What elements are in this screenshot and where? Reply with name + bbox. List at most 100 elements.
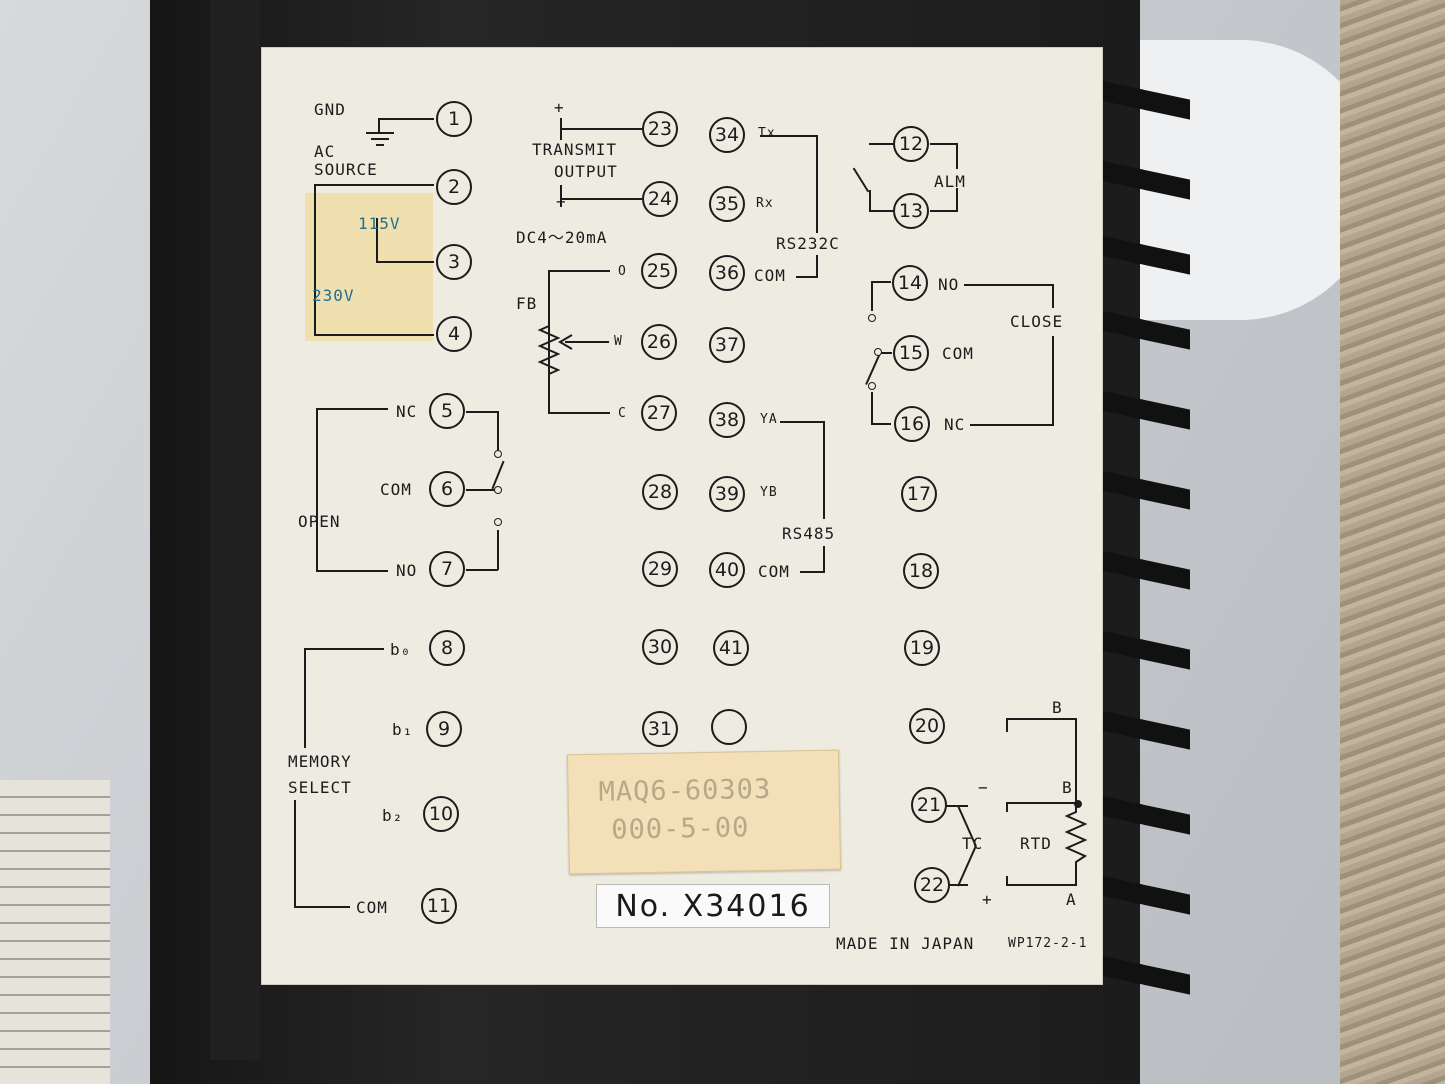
fb-label: FB bbox=[516, 294, 538, 313]
serial-number-plate: No. X34016 bbox=[596, 884, 830, 928]
terminal-7: 7 bbox=[429, 551, 465, 587]
ground-symbol-line bbox=[376, 144, 384, 146]
wire bbox=[1006, 718, 1008, 732]
terminal-19: 19 bbox=[904, 630, 940, 666]
rtd-label: RTD bbox=[1020, 834, 1052, 853]
memory-b0-label: b₀ bbox=[390, 640, 412, 659]
transmit-minus-label: − bbox=[556, 192, 567, 211]
wire bbox=[880, 352, 892, 354]
close-com-label: COM bbox=[942, 344, 974, 363]
rtd-resistor-symbol bbox=[1064, 806, 1088, 868]
wire bbox=[956, 143, 958, 169]
voltage-230-label: 230V bbox=[312, 286, 355, 305]
fb-o-label: O bbox=[618, 264, 627, 279]
memory-b1-label: b₁ bbox=[392, 720, 414, 739]
terminal-16: 16 bbox=[894, 406, 930, 442]
wire bbox=[548, 270, 610, 272]
terminal-12: 12 bbox=[893, 126, 929, 162]
tx-label: Tx bbox=[758, 126, 776, 141]
arrow-icon bbox=[558, 334, 573, 350]
junction-dot bbox=[1074, 800, 1082, 808]
rs232c-label: RS232C bbox=[776, 234, 840, 253]
wire bbox=[760, 135, 816, 137]
ac-label: AC bbox=[314, 142, 336, 161]
wire bbox=[1052, 284, 1054, 308]
terminal-26: 26 bbox=[641, 324, 677, 360]
wire bbox=[497, 411, 499, 451]
wire bbox=[466, 569, 498, 571]
wire bbox=[548, 412, 610, 414]
resistor-symbol bbox=[537, 320, 561, 380]
wire bbox=[314, 184, 316, 334]
made-in-label: MADE IN JAPAN bbox=[836, 934, 975, 953]
dc-range-label: DC4～20mA bbox=[516, 228, 608, 247]
wire bbox=[376, 261, 434, 263]
terminal-2: 2 bbox=[436, 169, 472, 205]
switch-contact bbox=[494, 518, 502, 526]
terminal-25: 25 bbox=[641, 253, 677, 289]
wire bbox=[930, 143, 958, 145]
transmit-label: TRANSMIT bbox=[532, 140, 618, 159]
wire bbox=[946, 805, 968, 807]
wire bbox=[378, 118, 434, 120]
wire bbox=[1008, 884, 1076, 886]
output-label: OUTPUT bbox=[554, 162, 618, 181]
wire bbox=[871, 423, 891, 425]
tc-plus-label: + bbox=[982, 890, 993, 909]
wire bbox=[946, 884, 968, 886]
wire bbox=[560, 185, 562, 207]
rx-label: Rx bbox=[756, 196, 774, 211]
ya-label: YA bbox=[760, 412, 778, 427]
open-nc-label: NC bbox=[396, 402, 418, 421]
wire bbox=[294, 906, 350, 908]
voltage-sticker bbox=[305, 193, 433, 341]
model-number: MAQ6-60303 bbox=[598, 773, 772, 808]
wire bbox=[1006, 876, 1008, 886]
terminal-24: 24 bbox=[642, 181, 678, 217]
wire bbox=[1008, 802, 1076, 804]
tc-minus-label: − bbox=[978, 778, 989, 797]
wire bbox=[304, 648, 306, 748]
rs485-label: RS485 bbox=[782, 524, 836, 543]
terminal-5: 5 bbox=[429, 393, 465, 429]
terminal-31: 31 bbox=[642, 711, 678, 747]
wire bbox=[816, 135, 818, 233]
close-label: CLOSE bbox=[1010, 312, 1064, 331]
wire bbox=[316, 408, 318, 570]
source-label: SOURCE bbox=[314, 160, 378, 179]
terminal-22: 22 bbox=[914, 867, 950, 903]
rtd-b-label: B bbox=[1062, 778, 1073, 797]
memory-label: MEMORY bbox=[288, 752, 352, 771]
wire bbox=[823, 546, 825, 572]
terminal-23: 23 bbox=[642, 111, 678, 147]
wire bbox=[970, 424, 1054, 426]
terminal-41: 41 bbox=[713, 630, 749, 666]
background-ruler bbox=[0, 780, 110, 1084]
switch-contact bbox=[868, 382, 876, 390]
terminal-18: 18 bbox=[903, 553, 939, 589]
memory-com-label: COM bbox=[356, 898, 388, 917]
terminal-11: 11 bbox=[421, 888, 457, 924]
terminal-36: 36 bbox=[709, 255, 745, 291]
close-no-label: NO bbox=[938, 275, 960, 294]
terminal-27: 27 bbox=[641, 395, 677, 431]
terminal-21: 21 bbox=[911, 787, 947, 823]
wire bbox=[1006, 718, 1076, 720]
terminal-29: 29 bbox=[642, 551, 678, 587]
wire bbox=[1052, 336, 1054, 426]
wire bbox=[930, 210, 958, 212]
wire bbox=[314, 184, 434, 186]
tc-label: TC bbox=[962, 834, 984, 853]
wire bbox=[466, 411, 498, 413]
terminal-38: 38 bbox=[709, 402, 745, 438]
terminal-20: 20 bbox=[909, 708, 945, 744]
ground-symbol-line bbox=[366, 132, 394, 134]
wire bbox=[869, 143, 893, 145]
wire bbox=[871, 281, 891, 283]
switch-contact bbox=[494, 486, 502, 494]
wire bbox=[964, 284, 1054, 286]
ruler-ticks bbox=[0, 780, 110, 1084]
terminal-30: 30 bbox=[642, 629, 678, 665]
gnd-label: GND bbox=[314, 100, 346, 119]
close-nc-label: NC bbox=[944, 415, 966, 434]
